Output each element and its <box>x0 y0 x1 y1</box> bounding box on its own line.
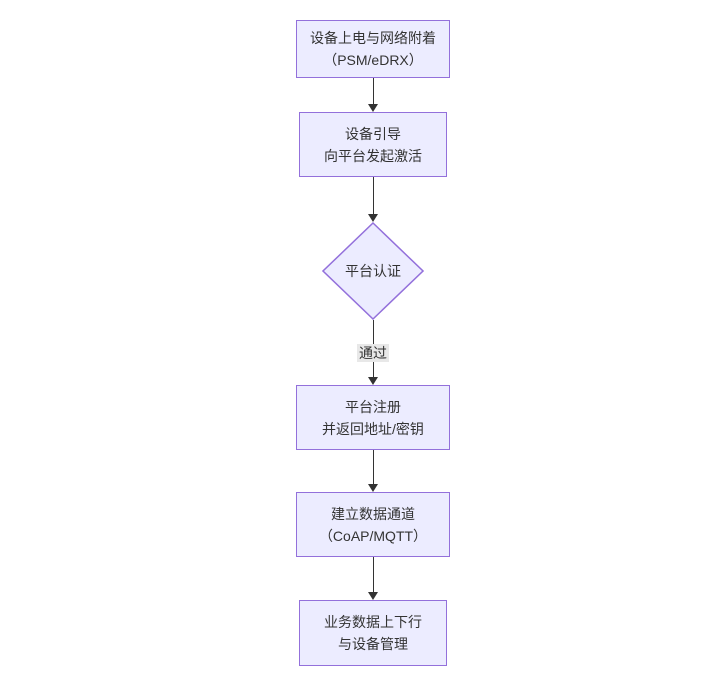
edge-auth-to-register: 通过 <box>357 320 389 385</box>
node-bootstrap-line1: 设备引导 <box>345 125 401 142</box>
edge-register-to-channel <box>366 450 380 492</box>
edge-line <box>373 450 374 487</box>
node-business: 业务数据上下行 与设备管理 <box>299 600 447 666</box>
arrowhead-icon <box>368 484 378 492</box>
node-power-on-line1: 设备上电与网络附着 <box>310 30 436 46</box>
edge-power-to-bootstrap <box>366 78 380 112</box>
node-register-line2: 并返回地址/密钥 <box>322 420 424 437</box>
edge-label-pass: 通过 <box>357 344 389 362</box>
arrowhead-icon <box>368 592 378 600</box>
node-platform-auth: 平台认证 <box>322 222 424 320</box>
edge-channel-to-business <box>366 557 380 600</box>
node-data-channel-line1: 建立数据通道 <box>331 505 415 522</box>
node-platform-auth-label: 平台认证 <box>345 263 401 279</box>
node-register-line1: 平台注册 <box>345 398 401 415</box>
arrowhead-icon <box>368 214 378 222</box>
node-power-on-line2: （PSM/eDRX） <box>323 52 423 68</box>
arrowhead-icon <box>368 377 378 385</box>
edge-bootstrap-to-auth <box>366 177 380 222</box>
node-data-channel: 建立数据通道 （CoAP/MQTT） <box>296 492 450 557</box>
node-register: 平台注册 并返回地址/密钥 <box>296 385 450 450</box>
node-business-line2: 与设备管理 <box>338 636 408 652</box>
node-bootstrap-line2: 向平台发起激活 <box>324 147 422 164</box>
edge-line <box>373 177 374 217</box>
diamond-shape-icon <box>322 222 424 320</box>
arrowhead-icon <box>368 104 378 112</box>
edge-line <box>373 78 374 107</box>
node-data-channel-line2: （CoAP/MQTT） <box>318 527 428 544</box>
node-power-on: 设备上电与网络附着 （PSM/eDRX） <box>296 20 450 78</box>
node-business-line1: 业务数据上下行 <box>324 614 422 630</box>
node-bootstrap: 设备引导 向平台发起激活 <box>299 112 447 177</box>
edge-line <box>373 557 374 595</box>
